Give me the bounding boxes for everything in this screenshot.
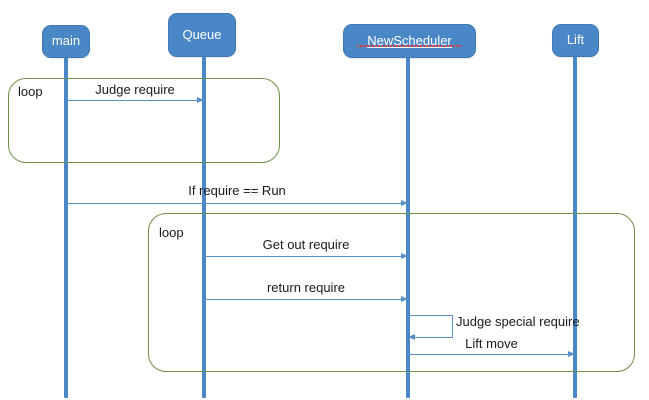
message-if-require-run-line bbox=[66, 203, 408, 204]
message-lift-move-label: Lift move bbox=[465, 336, 518, 351]
message-return-require-line bbox=[204, 299, 408, 300]
message-get-out-require-line bbox=[204, 256, 408, 257]
message-lift-move-line bbox=[408, 354, 575, 355]
lifeline-main bbox=[64, 58, 68, 398]
message-if-require-run-label: If require == Run bbox=[188, 183, 286, 198]
participant-newscheduler-label: NewScheduler bbox=[367, 32, 452, 48]
message-judge-special-require-arrowhead bbox=[408, 334, 415, 340]
message-judge-require-label: Judge require bbox=[95, 82, 175, 97]
message-judge-special-require-right-segment bbox=[452, 315, 453, 338]
lifeline-queue bbox=[202, 57, 206, 398]
participant-queue-label: Queue bbox=[182, 26, 222, 42]
message-get-out-require-arrowhead bbox=[401, 252, 408, 259]
message-return-require-label: return require bbox=[266, 280, 346, 295]
participant-queue[interactable]: Queue bbox=[168, 13, 236, 57]
message-lift-move-arrowhead bbox=[568, 350, 575, 357]
fragment-loop-outer[interactable] bbox=[8, 78, 280, 163]
message-judge-require-arrowhead bbox=[197, 96, 204, 103]
message-if-require-run-arrowhead bbox=[401, 199, 408, 206]
participant-lift-label: Lift bbox=[566, 32, 585, 48]
fragment-loop-inner-label: loop bbox=[159, 225, 184, 240]
fragment-loop-outer-label: loop bbox=[18, 84, 43, 99]
message-judge-special-require-top-segment bbox=[408, 315, 453, 316]
message-return-require-arrowhead bbox=[401, 295, 408, 302]
participant-lift[interactable]: Lift bbox=[552, 24, 599, 57]
message-judge-special-require-bottom-segment bbox=[415, 337, 453, 338]
message-judge-special-require-label: Judge special require bbox=[456, 314, 580, 329]
message-judge-require-line bbox=[66, 100, 204, 101]
participant-main[interactable]: main bbox=[42, 25, 90, 58]
participant-main-label: main bbox=[51, 33, 81, 49]
fragment-loop-inner[interactable] bbox=[148, 213, 635, 372]
message-get-out-require-label: Get out require bbox=[262, 237, 350, 252]
lifeline-newscheduler bbox=[406, 58, 410, 398]
lifeline-lift bbox=[573, 57, 577, 398]
participant-newscheduler[interactable]: NewScheduler bbox=[343, 24, 476, 58]
